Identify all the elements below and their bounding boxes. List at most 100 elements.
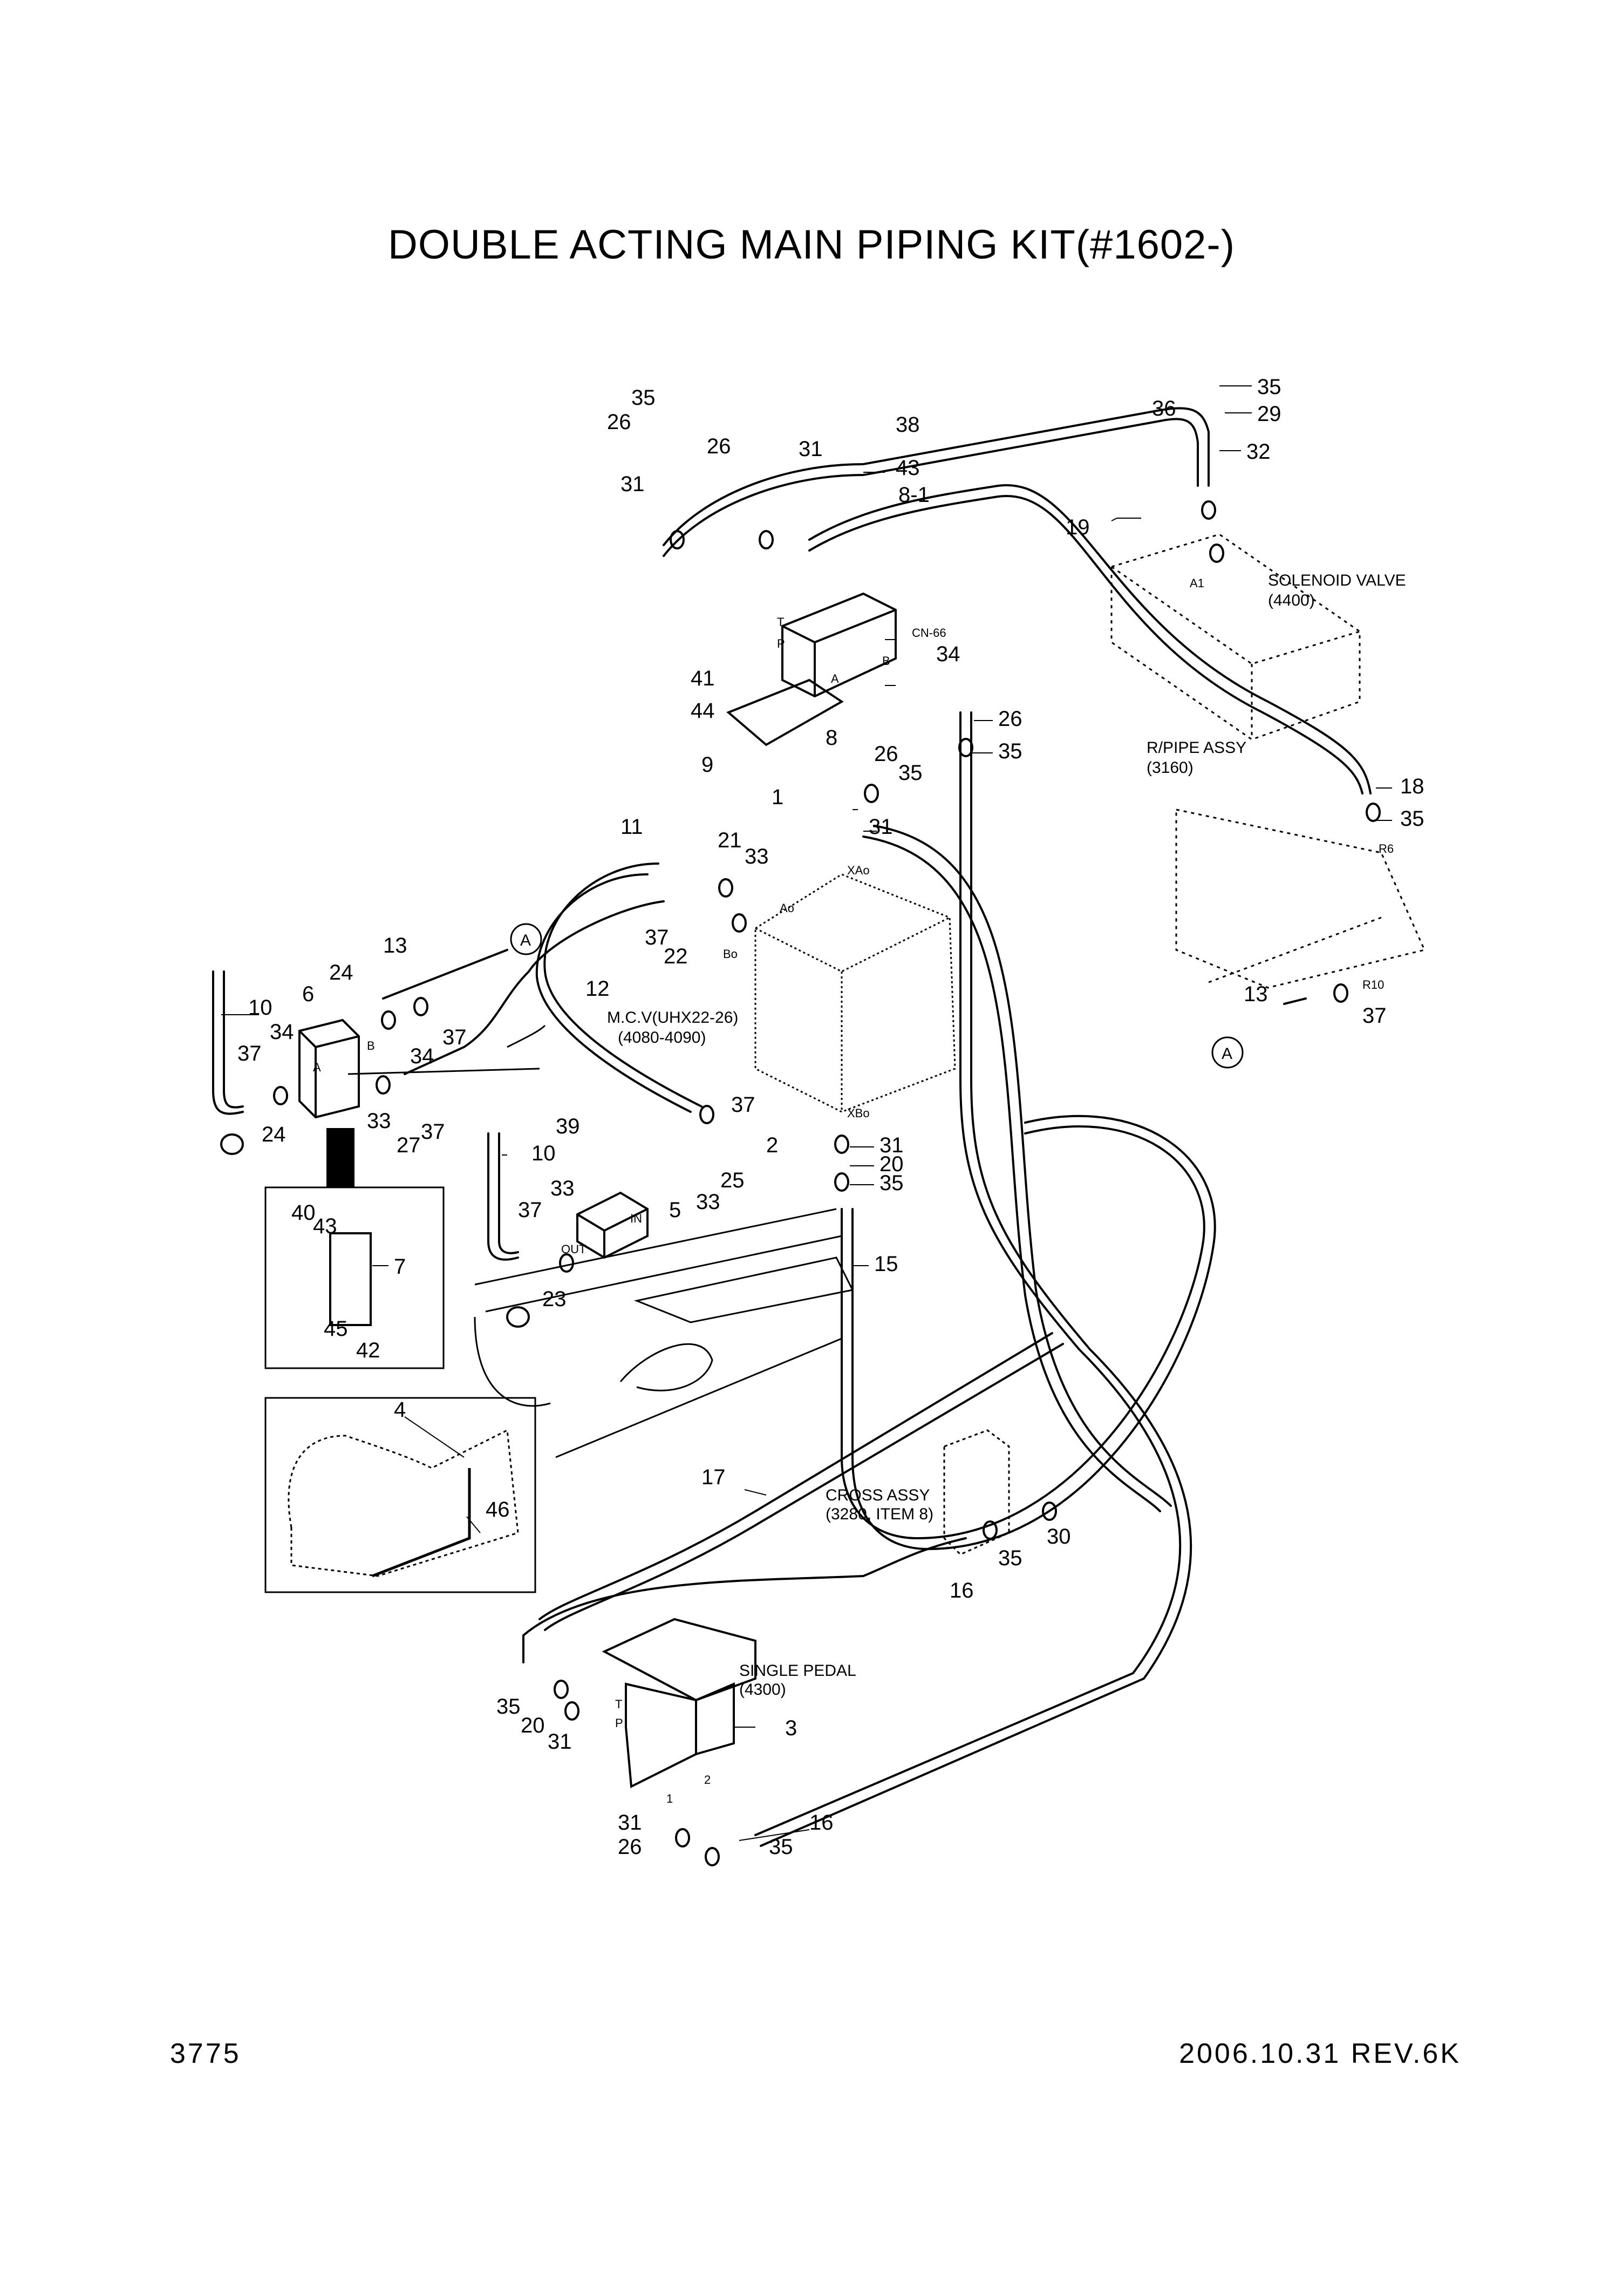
callout-37-f: 37 [518,1198,542,1222]
block-8 [726,592,897,746]
solenoid-valve [1110,533,1361,741]
port-xbo: XBo [847,1106,870,1120]
callout-26-d: 26 [874,742,898,766]
callout-31-a: 31 [799,437,823,461]
callout-33-d: 33 [550,1177,575,1200]
connector-a-right [1211,1036,1244,1069]
callout-33-a: 33 [745,845,769,868]
callout-34-c: 34 [410,1044,434,1068]
callout-42: 42 [356,1339,380,1362]
port-2-pedal: 2 [704,1773,711,1786]
callout-37-a: 37 [645,926,669,949]
port-r10: R10 [1362,978,1384,991]
callout-23: 23 [542,1287,567,1311]
callout-30: 30 [1047,1525,1071,1548]
callout-37-c: 37 [442,1025,467,1049]
callout-35-c: 35 [998,739,1022,763]
rpipe-assy [1175,809,1426,989]
filler-block [326,1128,354,1187]
callout-10-b: 10 [531,1142,556,1165]
inset-box-4 [264,1397,536,1593]
callout-8-1: 8-1 [898,483,930,507]
callout-24-a: 24 [329,961,353,984]
callout-27: 27 [397,1133,421,1157]
revision-date: 2006.10.31 REV.6K [1179,2038,1461,2069]
port-in: IN [630,1212,642,1225]
callout-13-a: 13 [383,934,407,957]
port-out: OUT [561,1242,586,1256]
callout-11: 11 [620,815,643,839]
port-t-block8: T [777,615,784,629]
mcv-ref: (4080-4090) [618,1029,706,1047]
connector-a-left-label: A [520,932,531,949]
callout-33-c: 33 [696,1190,720,1214]
page-title: DOUBLE ACTING MAIN PIPING KIT(#1602-) [387,222,1236,268]
port-1-pedal: 1 [666,1792,673,1805]
callout-35-b: 35 [631,386,656,410]
callout-17: 17 [701,1465,726,1489]
callout-35-a: 35 [1257,375,1281,399]
callout-35-h: 35 [496,1695,521,1718]
block-6 [298,1018,360,1119]
callout-31-e: 31 [548,1730,572,1754]
connector-a-right-label: A [1222,1045,1232,1063]
callout-2: 2 [766,1133,778,1157]
hose-19 [663,407,1210,546]
callout-34-b: 34 [270,1020,294,1044]
callout-26-b: 26 [707,434,731,458]
port-p-block8: P [777,637,785,650]
callout-41: 41 [691,667,715,690]
callout-24-b: 24 [262,1123,286,1146]
port-b-block6: B [367,1039,375,1052]
callout-31-d: 31 [879,1133,904,1157]
callout-37-b: 37 [237,1042,262,1065]
callout-39: 39 [556,1115,580,1138]
callout-1: 1 [772,785,783,809]
port-t-pedal: T [615,1697,622,1711]
callout-5: 5 [669,1198,681,1222]
callout-35-i: 35 [769,1835,793,1859]
port-cn66: CN-66 [912,626,946,640]
callout-35-g: 35 [998,1546,1022,1570]
callout-3: 3 [785,1716,797,1740]
callout-43-a: 43 [896,456,920,480]
connector-a-left [510,923,542,955]
callout-7: 7 [394,1255,406,1279]
callout-32: 32 [1246,440,1271,464]
port-r6: R6 [1379,842,1394,855]
callout-12: 12 [585,977,610,1001]
callout-35-e: 35 [898,761,923,785]
callout-34-a: 34 [936,642,960,666]
port-ao: Ao [780,901,794,915]
callout-31-b: 31 [620,472,645,496]
mcv-block [754,873,956,1113]
port-a1: A1 [1190,576,1204,590]
rpipe-assy-label: R/PIPE ASSY [1147,739,1246,757]
callout-35-f: 35 [879,1171,904,1195]
callout-43-b: 43 [313,1214,337,1238]
callout-16-b: 16 [809,1811,834,1835]
callout-44: 44 [691,699,715,723]
block-5 [576,1191,649,1259]
port-p-pedal: P [615,1716,623,1730]
solenoid-valve-ref: (4400) [1268,592,1315,609]
page-number: 3775 [170,2038,241,2069]
callout-15: 15 [874,1252,898,1276]
callout-26-a: 26 [607,410,631,434]
callout-6: 6 [302,982,314,1006]
callout-4: 4 [394,1398,406,1422]
single-pedal-label: SINGLE PEDAL [739,1662,856,1680]
callout-19: 19 [1066,515,1090,539]
callout-8: 8 [826,726,837,750]
port-a-block6: A [313,1061,321,1074]
callout-25: 25 [720,1169,745,1192]
cross-assy-ref: (3280, ITEM 8) [826,1505,933,1523]
rpipe-assy-ref: (3160) [1147,759,1194,777]
callout-9: 9 [701,753,713,777]
callout-31-c: 31 [869,815,893,839]
solenoid-valve-label: SOLENOID VALVE [1268,572,1406,589]
callout-40: 40 [291,1201,316,1225]
single-pedal-3 [602,1618,756,1789]
callout-21: 21 [718,828,742,852]
